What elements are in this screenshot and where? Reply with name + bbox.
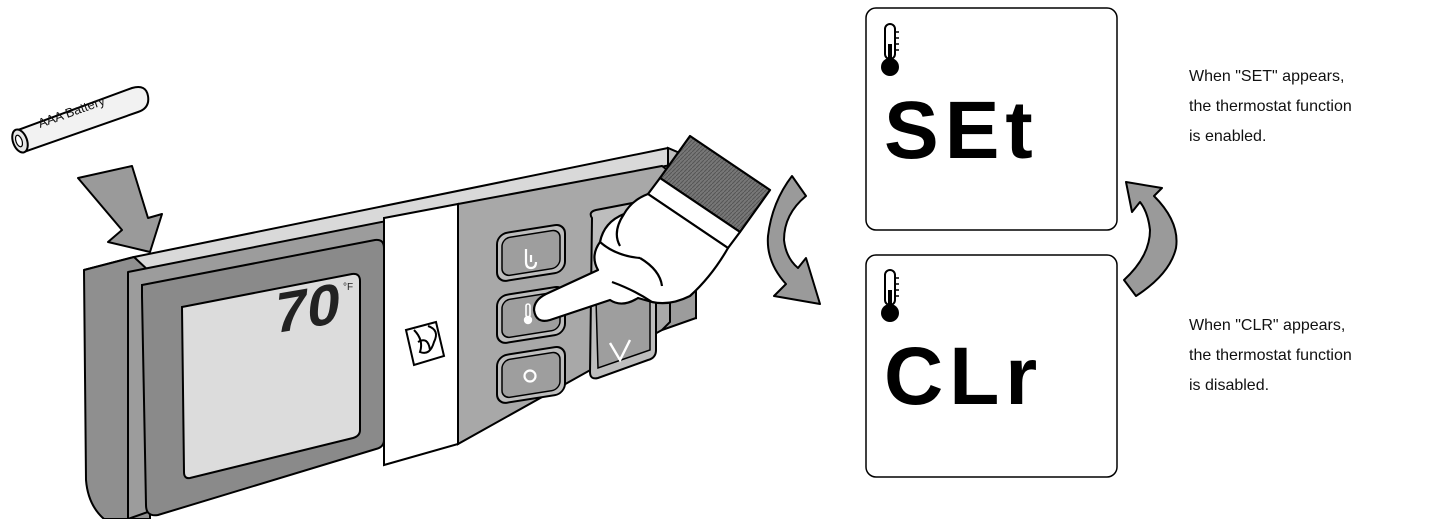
temperature-setback-icon bbox=[524, 249, 538, 270]
button-power[interactable] bbox=[496, 345, 566, 405]
thermostat-temperature: 70 bbox=[272, 269, 345, 346]
caption-set: When "SET" appears, the thermostat funct… bbox=[1189, 62, 1352, 152]
cycle-arrow-down bbox=[766, 175, 821, 305]
thermostat-unit: °F bbox=[343, 282, 353, 293]
thermometer-icon bbox=[881, 269, 899, 322]
caption-set-line-3: is enabled. bbox=[1189, 128, 1267, 145]
caption-clr-line-1: When "CLR" appears, bbox=[1189, 317, 1346, 334]
caption-set-line-1: When "SET" appears, bbox=[1189, 68, 1345, 85]
thermostat-lcd bbox=[180, 272, 361, 480]
power-icon bbox=[523, 369, 537, 383]
cycle-arrow-up bbox=[1123, 181, 1178, 297]
pointing-hand bbox=[532, 134, 772, 322]
aaa-battery: AAA Battery bbox=[11, 86, 150, 154]
thermometer-icon bbox=[881, 23, 899, 76]
insert-arrow bbox=[77, 165, 163, 253]
thermometer-icon bbox=[523, 303, 533, 325]
lcd-panel-set: SEt bbox=[865, 7, 1118, 231]
caption-clr-line-3: is disabled. bbox=[1189, 377, 1270, 394]
caption-clr: When "CLR" appears, the thermostat funct… bbox=[1189, 311, 1352, 401]
button-down-arrow[interactable] bbox=[496, 223, 566, 283]
thermostat-unit bbox=[83, 146, 697, 519]
lcd-set-text: SEt bbox=[884, 85, 1039, 176]
lcd-clr-text: CLr bbox=[884, 331, 1043, 422]
lcd-panel-clr: CLr bbox=[865, 254, 1118, 478]
caption-clr-line-2: the thermostat function bbox=[1189, 347, 1352, 364]
thermostat-temperature-readout: 70 °F bbox=[272, 269, 354, 346]
caption-set-line-2: the thermostat function bbox=[1189, 98, 1352, 115]
chevron-down-icon bbox=[608, 339, 632, 363]
brand-logo bbox=[404, 320, 446, 367]
